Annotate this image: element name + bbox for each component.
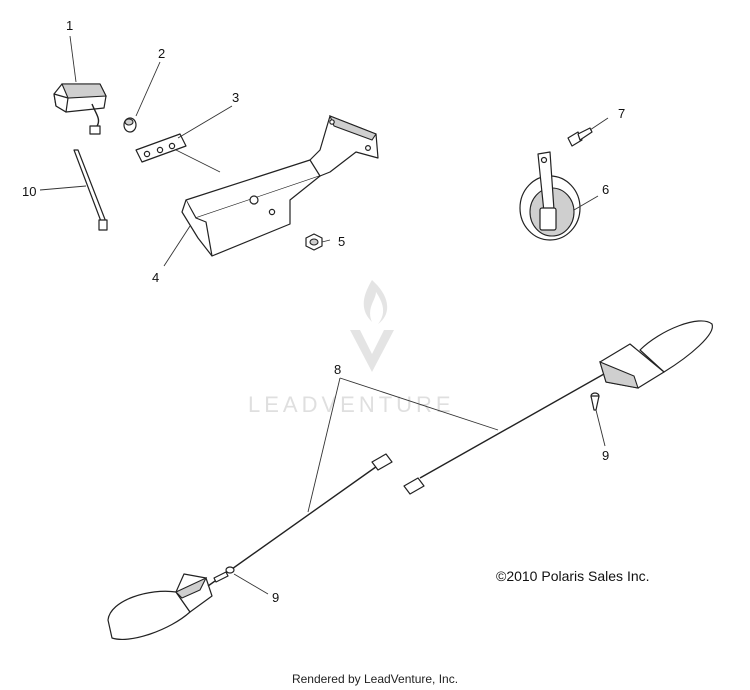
- part-6-horn[interactable]: [519, 151, 581, 241]
- part-9-screw-lower[interactable]: [213, 566, 235, 583]
- part-1-light-housing[interactable]: [53, 83, 107, 135]
- part-8-signal-upper[interactable]: [403, 320, 713, 495]
- leader-lines: [39, 35, 609, 595]
- part-8-signal-lower[interactable]: [107, 453, 393, 640]
- leadventure-watermark: LEADVENTURE: [248, 280, 455, 417]
- callout-1: 1: [66, 18, 73, 33]
- callout-10: 10: [22, 184, 36, 199]
- callout-5: 5: [338, 234, 345, 249]
- callout-3: 3: [232, 90, 239, 105]
- callout-2: 2: [158, 46, 165, 61]
- copyright-notice: ©2010 Polaris Sales Inc.: [496, 568, 650, 584]
- callout-7: 7: [618, 106, 625, 121]
- watermark-text: LEADVENTURE: [248, 392, 455, 417]
- part-10-cable-tie[interactable]: [73, 149, 108, 231]
- part-7-bolt[interactable]: [567, 127, 593, 147]
- part-5-nut[interactable]: [305, 233, 323, 251]
- part-9-screw-upper[interactable]: [590, 392, 600, 411]
- callouts: 1 2 3 4 5 6 7 8 9 9 10: [22, 18, 625, 605]
- callout-9-lower: 9: [272, 590, 279, 605]
- callout-8: 8: [334, 362, 341, 377]
- part-4-bracket[interactable]: [181, 115, 379, 257]
- part-2-spacer[interactable]: [123, 117, 137, 133]
- footer-credit: Rendered by LeadVenture, Inc.: [291, 672, 459, 686]
- part-3-plate[interactable]: [135, 133, 187, 163]
- callout-6: 6: [602, 182, 609, 197]
- callout-4: 4: [152, 270, 159, 285]
- callout-9-upper: 9: [602, 448, 609, 463]
